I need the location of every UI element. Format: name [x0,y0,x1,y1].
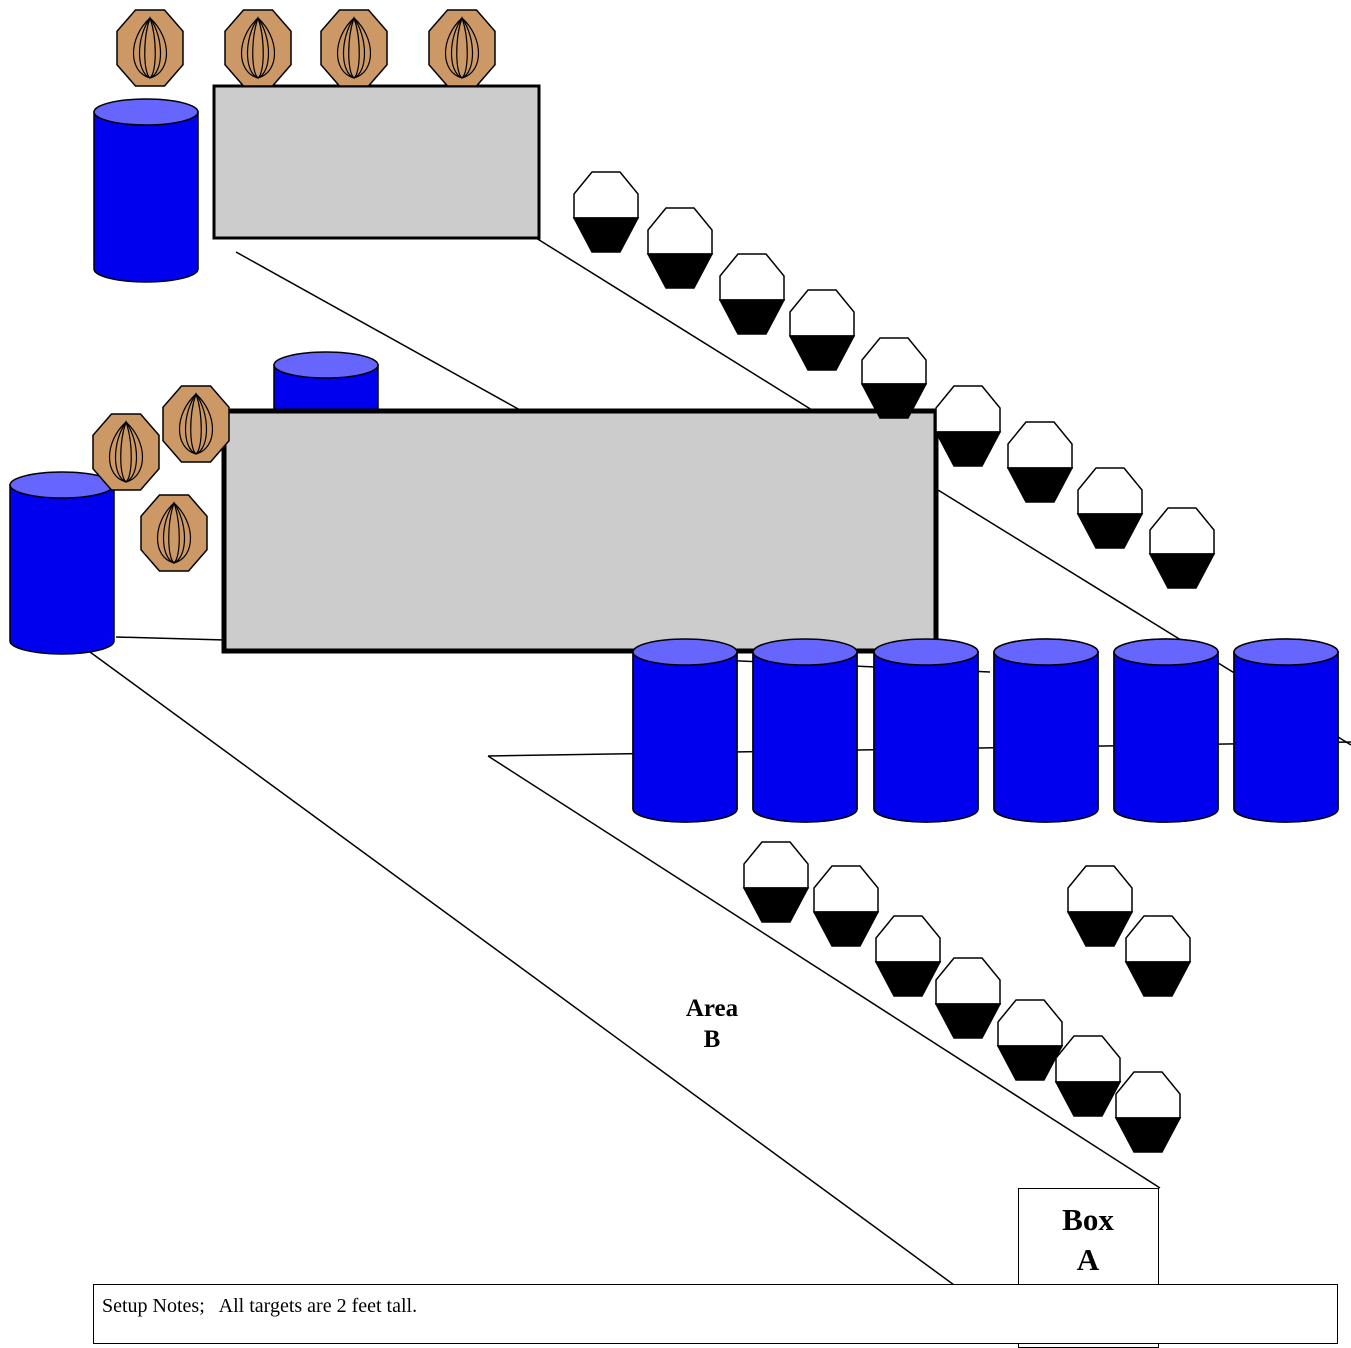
barrel [1113,638,1219,823]
fault-line [115,636,226,641]
paper-target [92,413,160,491]
steel-target [1076,467,1144,549]
setup-notes-text: Setup Notes; All targets are 2 feet tall… [102,1295,418,1317]
box-a-label: Box A [1062,1202,1114,1277]
fault-line [535,237,813,411]
paper-target [224,9,292,87]
steel-target [1124,915,1192,997]
steel-target [1148,507,1216,589]
steel-target [860,337,928,419]
steel-target [996,999,1064,1081]
steel-target [742,841,810,923]
wall-upper [212,84,541,240]
steel-target [788,289,856,371]
barrel [752,638,858,823]
paper-target [162,385,230,463]
barrel [9,471,115,655]
barrel [93,98,199,283]
fault-line [487,755,1161,1189]
setup-notes-box: Setup Notes; All targets are 2 feet tall… [93,1284,1338,1344]
barrel [993,638,1099,823]
paper-targets [92,9,496,572]
barrel [873,638,979,823]
area-b-label: Area B [685,995,739,1053]
paper-target [428,9,496,87]
steel-target [1066,865,1134,947]
steel-target [874,915,942,997]
steel-target [934,957,1002,1039]
barrel [632,638,738,823]
steel-target [1114,1071,1182,1153]
walls [212,84,541,240]
barrel [1233,638,1339,823]
paper-target [140,494,208,572]
paper-target [320,9,388,87]
steel-target [1054,1035,1122,1117]
paper-target [116,9,184,87]
steel-target [1006,421,1074,503]
steel-target [812,865,880,947]
barrels [9,98,1339,823]
fault-line [89,651,1011,1326]
steel-targets [572,171,1216,1153]
steel-target [718,253,786,335]
steel-target [646,207,714,289]
steel-target [572,171,640,253]
fault-line [235,251,521,411]
steel-target [934,385,1002,467]
wall-lower [221,408,939,654]
